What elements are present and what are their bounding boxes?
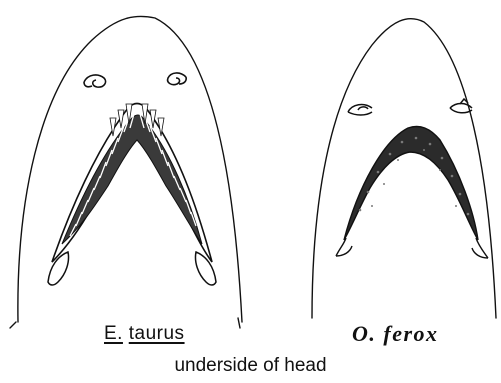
labial-fold-left-e-taurus	[48, 252, 69, 285]
head-outline-o-ferox	[312, 19, 496, 318]
nostril-right-o-ferox	[450, 99, 472, 113]
mouth-o-ferox	[344, 127, 478, 241]
mouth-e-taurus	[52, 104, 212, 263]
species-label-e-taurus: E. taurus	[104, 323, 185, 345]
nostril-left-e-taurus	[84, 75, 106, 87]
genus-abbreviation: E.	[104, 323, 123, 344]
mouth-corner-left-o-ferox	[336, 238, 352, 256]
mouth-corner-right-o-ferox	[472, 238, 488, 258]
nostril-right-e-taurus	[168, 73, 187, 85]
nostril-left-o-ferox	[348, 105, 372, 115]
figure-caption: underside of head	[0, 355, 501, 377]
species-name: taurus	[129, 323, 185, 344]
labial-fold-right-e-taurus	[195, 252, 216, 285]
species-label-o-ferox: O. ferox	[352, 321, 439, 347]
